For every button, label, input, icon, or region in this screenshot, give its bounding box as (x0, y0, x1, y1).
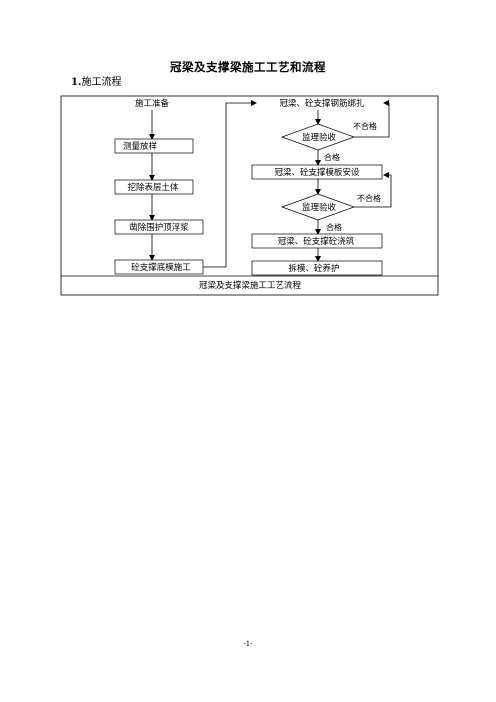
step-excavate: 挖除表层土体 (127, 182, 179, 193)
label-fail-1: 不合格 (353, 121, 377, 131)
step-inspection-2: 监理验收 (302, 202, 337, 213)
step-preparation: 施工准备 (135, 98, 170, 109)
label-fail-2: 不合格 (357, 193, 381, 203)
step-rebar: 冠梁、砼支撑钢筋绑扎 (279, 98, 365, 109)
label-pass-2: 合格 (326, 222, 342, 232)
loop-fail-1 (354, 100, 390, 138)
document-title: 冠梁及支撑梁施工工艺和流程 (170, 60, 326, 74)
section-heading: 1.施工流程 (71, 73, 121, 88)
step-survey: 测量放样 (123, 141, 158, 152)
box-curing (251, 260, 383, 276)
label-pass-1: 合格 (324, 152, 340, 162)
step-curing: 拆模、砼养护 (288, 263, 339, 274)
page-number: -1- (243, 640, 253, 648)
step-pouring: 冠梁、砼支撑砼浇筑 (278, 236, 355, 247)
step-inspection-1: 监理验收 (302, 132, 337, 143)
section-title: 施工流程 (81, 77, 122, 88)
loop-fail-2 (354, 172, 392, 208)
box-pouring (251, 233, 383, 249)
box-survey (114, 138, 194, 154)
flowchart-frame (60, 95, 439, 296)
box-excavate (114, 179, 194, 195)
flowchart-caption: 冠梁及支撑梁施工工艺流程 (199, 280, 302, 291)
box-formwork (251, 164, 383, 180)
step-chisel: 凿除围护顶浮浆 (129, 222, 189, 233)
step-formwork: 冠梁、砼支撑模板安设 (274, 167, 360, 178)
arrow-bottom-form-to-rebar (203, 100, 257, 268)
step-bottom-form: 砼支撑底模施工 (131, 262, 191, 273)
section-number: 1. (71, 77, 82, 88)
box-chisel (114, 219, 204, 235)
